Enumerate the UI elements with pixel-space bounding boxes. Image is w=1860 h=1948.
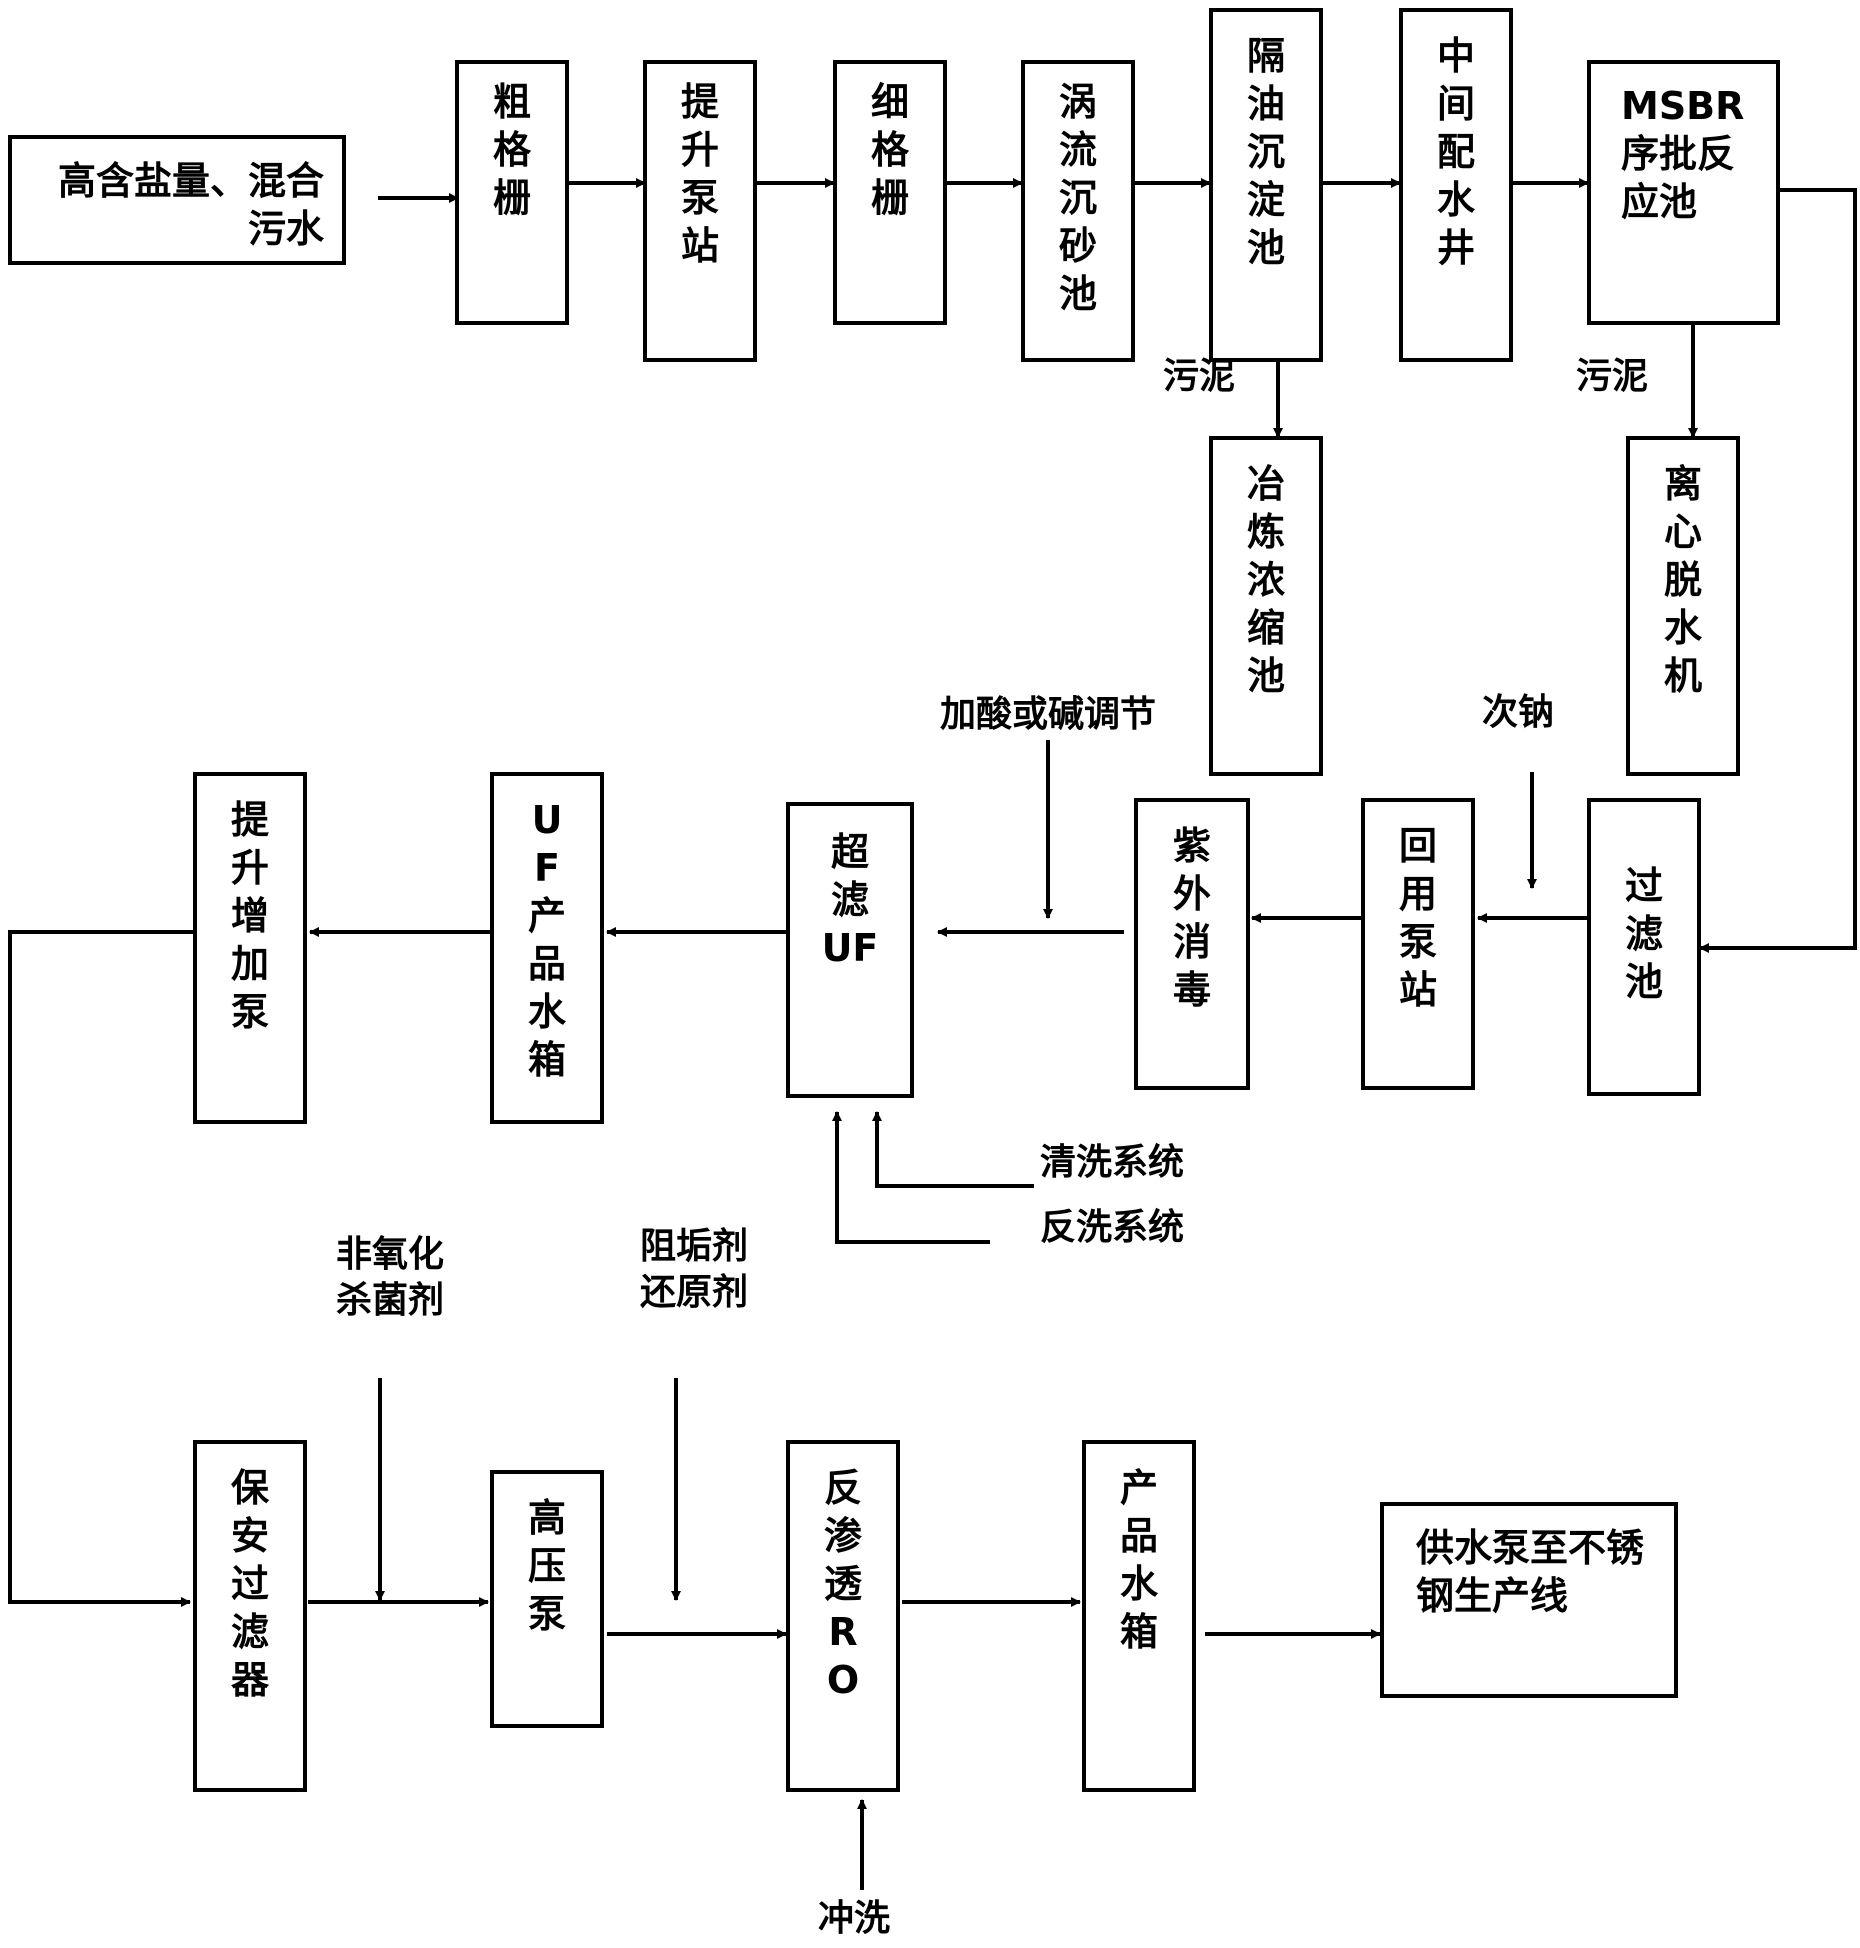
lift-pump-station-label: 提 升 泵 站 xyxy=(680,80,719,268)
supply-label: 供水泵至不锈 钢生产线 xyxy=(1416,1526,1645,1618)
centrifuge-box: 离 心 脱 水 机 xyxy=(1626,436,1740,776)
cleaning-label: 清洗系统 xyxy=(1040,1142,1185,1183)
uf-tank-box: U F 产 品 水 箱 xyxy=(490,772,604,1124)
backwash-label: 反洗系统 xyxy=(1040,1207,1185,1248)
oil-sed-tank-box: 隔 油 沉 淀 池 xyxy=(1209,8,1323,362)
flush-label: 冲洗 xyxy=(818,1898,891,1939)
security-filter-box: 保 安 过 滤 器 xyxy=(193,1440,307,1792)
centrifuge-label: 离 心 脱 水 机 xyxy=(1663,462,1702,698)
uv-box: 紫 外 消 毒 xyxy=(1134,798,1250,1090)
biocide-label: 非氧化 杀菌剂 xyxy=(336,1234,445,1321)
booster-pump-box: 提 升 增 加 泵 xyxy=(193,772,307,1124)
supply-box: 供水泵至不锈 钢生产线 xyxy=(1380,1502,1678,1698)
coarse-screen-label: 粗 格 栅 xyxy=(492,80,531,220)
hp-pump-label: 高 压 泵 xyxy=(527,1496,566,1636)
ro-label: 反 渗 透 R O xyxy=(823,1466,862,1702)
uf-box: 超 滤 UF xyxy=(786,802,914,1098)
line-backwash-to-uf xyxy=(832,1111,990,1244)
lift-pump-station-box: 提 升 泵 站 xyxy=(643,60,757,362)
booster-pump-label: 提 升 增 加 泵 xyxy=(230,798,269,1034)
hp-pump-box: 高 压 泵 xyxy=(490,1470,604,1728)
uv-label: 紫 外 消 毒 xyxy=(1172,824,1211,1012)
antiscalant-label: 阻垢剂 还原剂 xyxy=(640,1226,749,1313)
msbr-label: MSBR 序批反 应池 xyxy=(1621,84,1745,224)
vortex-grit-box: 涡 流 沉 砂 池 xyxy=(1021,60,1135,362)
dist-well-label: 中 间 配 水 井 xyxy=(1436,34,1475,270)
sludge-label-1: 污泥 xyxy=(1163,356,1236,397)
vortex-grit-label: 涡 流 沉 砂 池 xyxy=(1058,80,1097,316)
ro-box: 反 渗 透 R O xyxy=(786,1440,900,1792)
coarse-screen-box: 粗 格 栅 xyxy=(455,60,569,325)
reuse-pump-box: 回 用 泵 站 xyxy=(1361,798,1475,1090)
security-filter-label: 保 安 过 滤 器 xyxy=(230,1466,269,1702)
sludge-label-2: 污泥 xyxy=(1576,356,1649,397)
filter-tank-label: 过 滤 池 xyxy=(1624,864,1663,1004)
uf-tank-label: U F 产 品 水 箱 xyxy=(527,798,566,1082)
product-tank-label: 产 品 水 箱 xyxy=(1119,1466,1158,1654)
product-tank-box: 产 品 水 箱 xyxy=(1082,1440,1196,1792)
fine-screen-label: 细 格 栅 xyxy=(870,80,909,220)
line-booster-to-security xyxy=(8,930,193,1607)
reuse-pump-label: 回 用 泵 站 xyxy=(1398,824,1437,1012)
line-cleaning-to-uf xyxy=(872,1111,1034,1188)
hypochlorite-label: 次钠 xyxy=(1482,692,1555,733)
dist-well-box: 中 间 配 水 井 xyxy=(1399,8,1513,362)
filter-tank-box: 过 滤 池 xyxy=(1587,798,1701,1096)
msbr-box: MSBR 序批反 应池 xyxy=(1587,60,1780,325)
line-msbr-to-filter xyxy=(1699,188,1857,953)
fine-screen-box: 细 格 栅 xyxy=(833,60,947,325)
source-box: 高含盐量、混合 污水 xyxy=(8,135,346,265)
acid-base-label: 加酸或碱调节 xyxy=(940,694,1157,735)
oil-sed-tank-label: 隔 油 沉 淀 池 xyxy=(1246,34,1285,270)
source-label: 高含盐量、混合 污水 xyxy=(57,159,324,251)
uf-label: 超 滤 UF xyxy=(821,830,879,970)
smelt-thickener-box: 冶 炼 浓 缩 池 xyxy=(1209,436,1323,776)
smelt-thickener-label: 冶 炼 浓 缩 池 xyxy=(1246,462,1285,698)
